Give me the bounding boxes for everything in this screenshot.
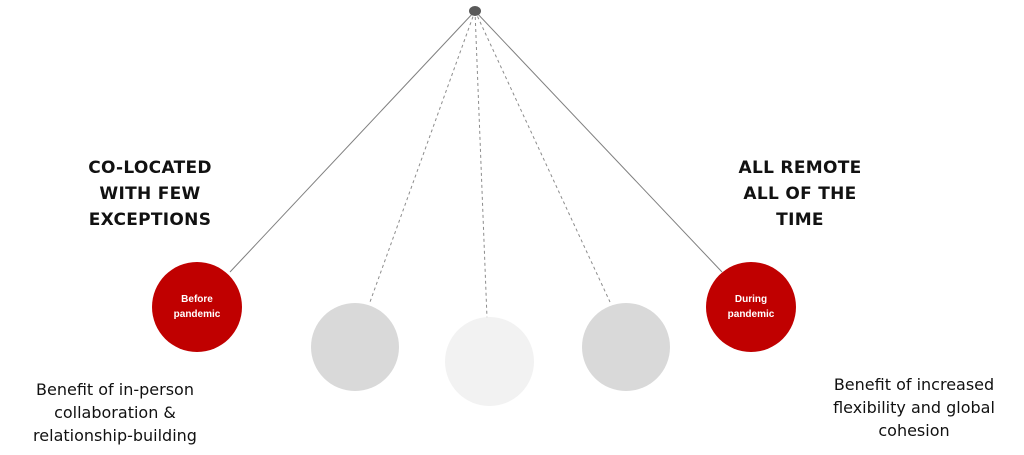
heading-line: ALL REMOTE [738,158,862,178]
right-benefit: Benefit of increased flexibility and glo… [804,373,1024,442]
left-benefit: Benefit of in-person collaboration & rel… [0,378,230,447]
benefit-line: flexibility and global [833,398,995,417]
heading-line: TIME [776,210,824,230]
string-left [229,10,476,273]
heading-line: WITH FEW [99,184,201,204]
string-right [474,10,723,273]
heading-line: EXCEPTIONS [88,210,212,230]
circle-label-line1: Before [181,294,213,305]
left-heading: CO-LOCATED WITH FEW EXCEPTIONS [60,155,240,233]
benefit-line: Benefit of increased [833,375,995,394]
light-circle-center [445,317,534,406]
heading-line: ALL OF THE [743,184,857,204]
right-heading: ALL REMOTE ALL OF THE TIME [700,155,900,233]
benefit-line: collaboration & [54,403,176,422]
benefit-line: relationship-building [33,426,197,445]
circle-label-line2: pandemic [727,309,775,320]
during-pandemic-circle: During pandemic [706,262,796,352]
gray-circle-right [582,303,670,391]
circle-label-line2: pandemic [173,309,221,320]
benefit-line: Benefit of in-person [36,380,194,399]
string-center [474,10,488,319]
benefit-line: cohesion [878,421,950,440]
gray-circle-left [311,303,399,391]
string-gray-left [369,10,476,303]
circle-label-line1: During [734,294,768,305]
pivot-point [469,6,481,16]
string-gray-right [474,10,611,303]
before-pandemic-circle: Before pandemic [152,262,242,352]
heading-line: CO-LOCATED [88,158,212,178]
